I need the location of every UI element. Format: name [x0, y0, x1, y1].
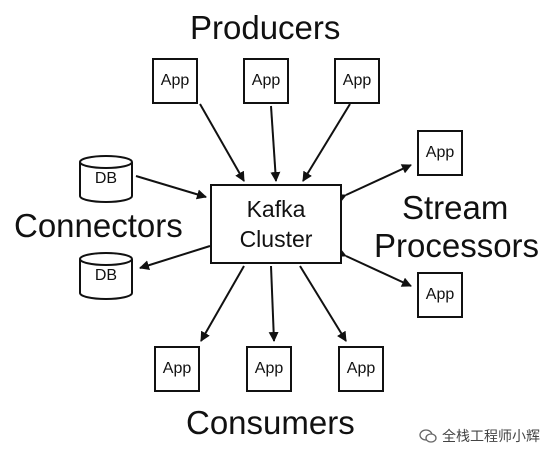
arrow-consumer-3	[299, 265, 347, 342]
db-label: DB	[94, 170, 118, 187]
producer-app-box: App	[334, 58, 380, 104]
stream-processors-title-line2: Processors	[374, 227, 540, 264]
connectors-title: Connectors	[14, 207, 183, 244]
arrow-producer-2	[270, 105, 281, 182]
arrow-stream-1	[335, 164, 412, 204]
consumers-title: Consumers	[186, 404, 355, 441]
producer-app-box: App	[243, 58, 289, 104]
consumer-app-box: App	[246, 346, 292, 392]
cluster-label: Cluster	[239, 226, 313, 252]
stream-processors-title-line1: Stream	[402, 189, 509, 226]
arrow-db-in	[135, 175, 207, 200]
wechat-icon	[419, 429, 437, 443]
arrow-consumer-2	[268, 265, 279, 342]
watermark-text: 全栈工程师小辉	[442, 428, 540, 444]
arrow-producer-1	[199, 103, 245, 182]
watermark: 全栈工程师小辉	[419, 426, 540, 446]
arrow-consumer-1	[200, 265, 245, 342]
db-cylinder: DB	[78, 251, 134, 301]
db-cylinder: DB	[78, 154, 134, 204]
consumer-app-box: App	[338, 346, 384, 392]
arrow-stream-2	[335, 247, 412, 287]
producers-title: Producers	[190, 9, 341, 46]
db-label: DB	[94, 267, 118, 284]
stream-processor-app-box: App	[417, 272, 463, 318]
arrow-producer-3	[302, 103, 351, 182]
database-icon	[79, 155, 133, 203]
producer-app-box: App	[152, 58, 198, 104]
kafka-label: Kafka	[246, 196, 306, 222]
database-icon	[79, 252, 133, 300]
consumer-app-box: App	[154, 346, 200, 392]
stream-processor-app-box: App	[417, 130, 463, 176]
arrow-db-out	[139, 245, 211, 271]
kafka-cluster-box: Kafka Cluster	[210, 184, 342, 264]
